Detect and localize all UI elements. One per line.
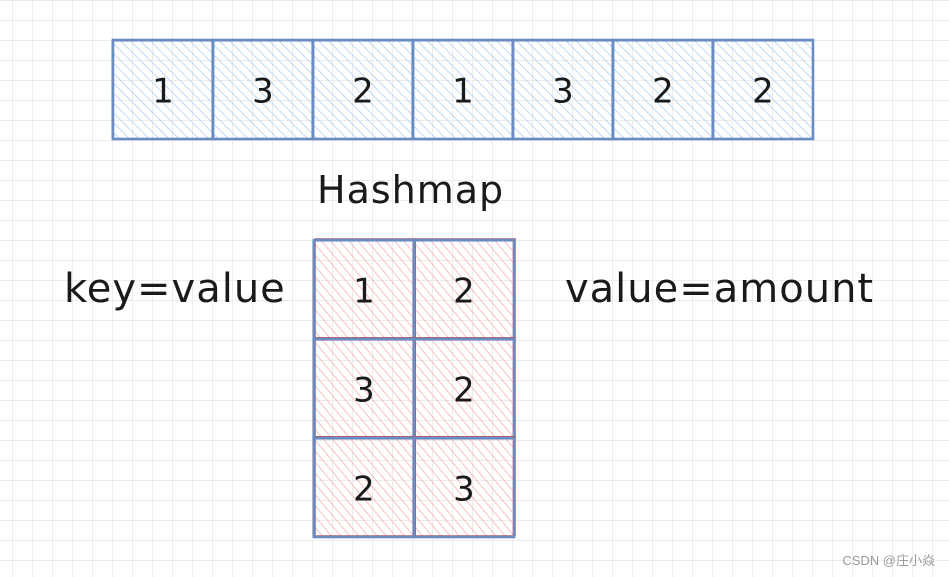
array-cell: 2 xyxy=(711,38,815,141)
hashmap-key-cell-value: 3 xyxy=(353,371,375,411)
hashmap-key-cell-value: 1 xyxy=(353,272,375,312)
hashmap-key-cell: 1 xyxy=(312,238,416,341)
array-cell-value: 2 xyxy=(652,72,674,112)
hashmap-value-cell-value: 2 xyxy=(453,371,475,411)
array-row: 1 3 2 1 3 2 2 xyxy=(111,38,815,141)
hashmap-value-cell-value: 3 xyxy=(453,470,475,510)
watermark: CSDN @庄小焱 xyxy=(842,553,935,568)
hashmap-title: Hashmap xyxy=(317,168,505,212)
array-cell-value: 3 xyxy=(252,72,274,112)
hashmap-key-cell: 2 xyxy=(312,436,416,539)
array-cell: 2 xyxy=(311,38,415,141)
array-cell-value: 1 xyxy=(452,72,474,112)
array-cell: 3 xyxy=(511,38,615,141)
array-cell: 3 xyxy=(211,38,315,141)
hashmap-value-cell: 2 xyxy=(412,238,516,341)
hashmap-value-cell-value: 2 xyxy=(453,272,475,312)
array-cell-value: 2 xyxy=(752,72,774,112)
array-cell-value: 1 xyxy=(152,72,174,112)
hashmap-value-cell: 3 xyxy=(412,436,516,539)
array-cell: 1 xyxy=(411,38,515,141)
array-cell-value: 2 xyxy=(352,72,374,112)
hashmap-key-cell-value: 2 xyxy=(353,470,375,510)
array-cell-value: 3 xyxy=(552,72,574,112)
array-cell: 2 xyxy=(611,38,715,141)
value-label: value=amount xyxy=(565,266,875,312)
hashmap-grid: 1 2 3 2 2 3 xyxy=(312,238,516,539)
hashmap-value-cell: 2 xyxy=(412,337,516,440)
hashmap-key-cell: 3 xyxy=(312,337,416,440)
key-label: key=value xyxy=(64,266,286,312)
array-cell: 1 xyxy=(111,38,215,141)
